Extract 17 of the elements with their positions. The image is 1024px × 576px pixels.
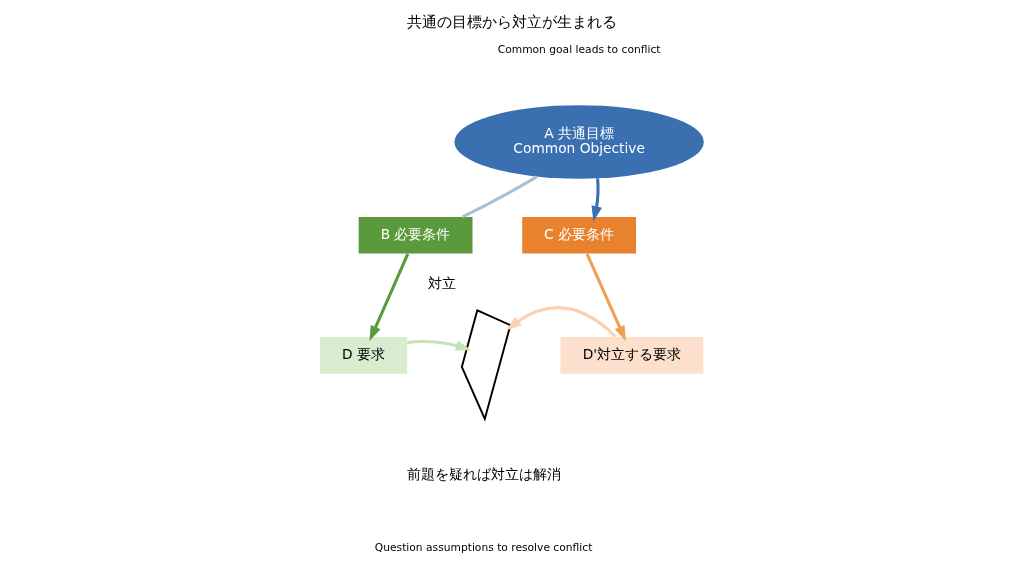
arrow [585,253,626,342]
node-label: 対立 [428,274,457,291]
node-box: B 必要条件 [358,216,473,254]
connector [461,175,538,219]
node-ellipse: A 共通目標 Common Objective [454,105,704,179]
label: Common goal leads to conflict [497,43,661,57]
arrow [506,306,617,338]
diagram-title: 共通の目標から対立が生まれる [407,12,617,31]
arrow [407,340,471,351]
node-box: C 必要条件 [522,216,637,254]
arrow [369,253,410,342]
node-box: D'対立する要求 [560,336,704,374]
node-box: D 要求 [320,336,408,374]
arrow [591,178,603,222]
caption: 前題を疑れば対立は解消 [406,465,561,482]
node-lightning [460,308,512,422]
label: Question assumptions to resolve conflict [374,541,593,555]
